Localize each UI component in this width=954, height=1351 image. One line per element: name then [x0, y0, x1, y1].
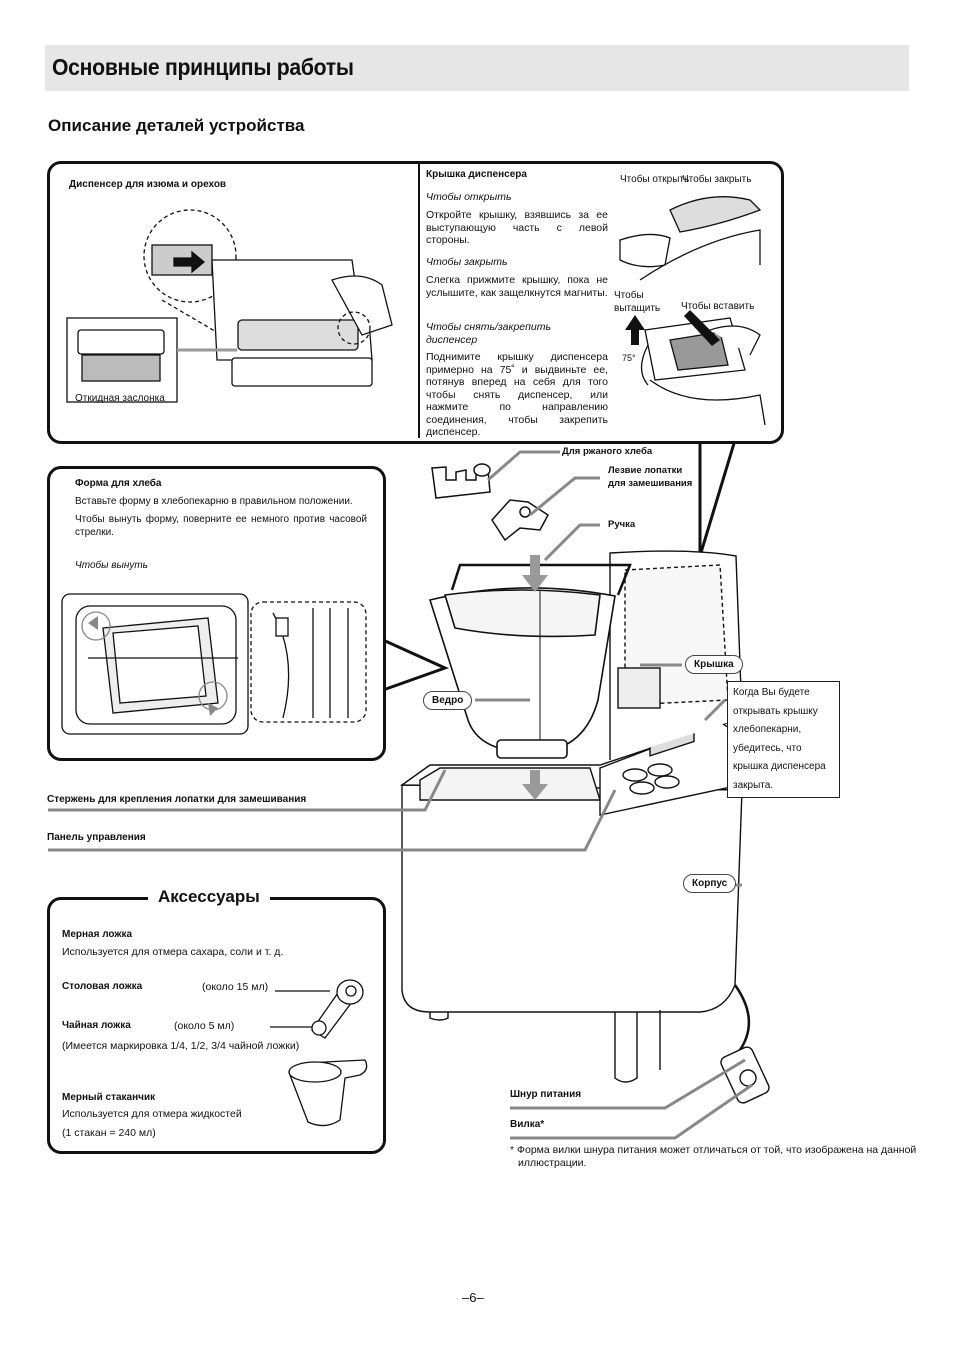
cup-volume: (1 стакан = 240 мл) [62, 1127, 156, 1139]
pan-title: Форма для хлеба [75, 478, 162, 489]
tsp-label: Чайная ложка [62, 1020, 131, 1031]
leader-lines [48, 450, 753, 1140]
fig-open: Чтобы открыть [620, 174, 690, 185]
open-title: Чтобы открыть [426, 191, 512, 203]
open-text: Откройте крышку, взявшись за ее выступаю… [426, 209, 608, 246]
page-number: –6– [462, 1290, 484, 1305]
lid-figure [619, 196, 766, 426]
fig-insert: Чтобы вставить [681, 301, 755, 312]
pan-text1: Вставьте форму в хлебопекарню в правильн… [75, 496, 353, 507]
assembly-arrows [522, 555, 548, 800]
close-title: Чтобы закрыть [426, 256, 508, 268]
fig-pull: Чтобы вытащить [614, 290, 661, 314]
handle-label: Ручка [608, 519, 636, 530]
tbsp-label: Столовая ложка [62, 981, 143, 992]
footnote: * Форма вилки шнура питания может отлича… [510, 1144, 917, 1169]
cord-label: Шнур питания [510, 1089, 582, 1100]
accessories-title: Аксессуары [148, 887, 270, 907]
tsp-marks: (Имеется маркировка 1/4, 1/2, 3/4 чайной… [62, 1040, 300, 1052]
accessories-illustration [270, 979, 368, 1127]
fig-close: Чтобы закрыть [682, 174, 752, 185]
dispenser-illustration [66, 209, 393, 403]
panel-divider [418, 164, 420, 438]
tbsp-volume: (около 15 мл) [202, 981, 269, 993]
header-bar [45, 45, 909, 91]
close-text: Слегка прижмите крышку, пока не услышите… [426, 274, 608, 299]
rye-blade-illustration [431, 463, 491, 499]
spoon-text: Используется для отмера сахара, соли и т… [62, 946, 284, 958]
dispenser-callout-pointer [698, 438, 738, 557]
fig-angle: 75° [622, 353, 636, 363]
bucket-illustration [428, 563, 632, 759]
remove-text: Поднимите крышку диспенсера примерно на … [426, 351, 608, 438]
tsp-volume: (около 5 мл) [174, 1020, 235, 1032]
section-title: Описание деталей устройства [48, 116, 305, 135]
pan-remove-title: Чтобы вынуть [75, 560, 148, 571]
flap-label: Откидная заслонка [75, 393, 165, 404]
spoon-title: Мерная ложка [62, 929, 133, 940]
lid-title: Крышка диспенсера [426, 169, 527, 180]
page-title: Основные принципы работы [52, 54, 354, 80]
body-badge: Корпус [683, 874, 737, 893]
lid-note: Когда Вы будете открывать крышку хлебопе… [727, 681, 840, 798]
cup-text: Используется для отмера жидкостей [62, 1108, 242, 1120]
pan-illustration [61, 593, 367, 735]
bucket-badge: Ведро [423, 691, 473, 710]
cup-title: Мерный стаканчик [62, 1092, 156, 1103]
shaft-label: Стержень для крепления лопатки для замеш… [47, 794, 307, 805]
remove-title: Чтобы снять/закрепить диспенсер [426, 321, 552, 346]
pan-text2: Чтобы вынуть форму, поверните ее немного… [75, 514, 367, 538]
pan-callout-pointer [381, 637, 450, 693]
panel-label: Панель управления [47, 832, 146, 843]
dispenser-label: Диспенсер для изюма и орехов [69, 179, 227, 190]
breadmaker-illustration [399, 550, 770, 1104]
lid-badge: Крышка [685, 655, 743, 674]
blade-label: Лезвие лопатки для замешивания [608, 465, 693, 489]
rye-blade-label: Для ржаного хлеба [562, 446, 653, 457]
plug-label: Вилка* [510, 1119, 545, 1130]
